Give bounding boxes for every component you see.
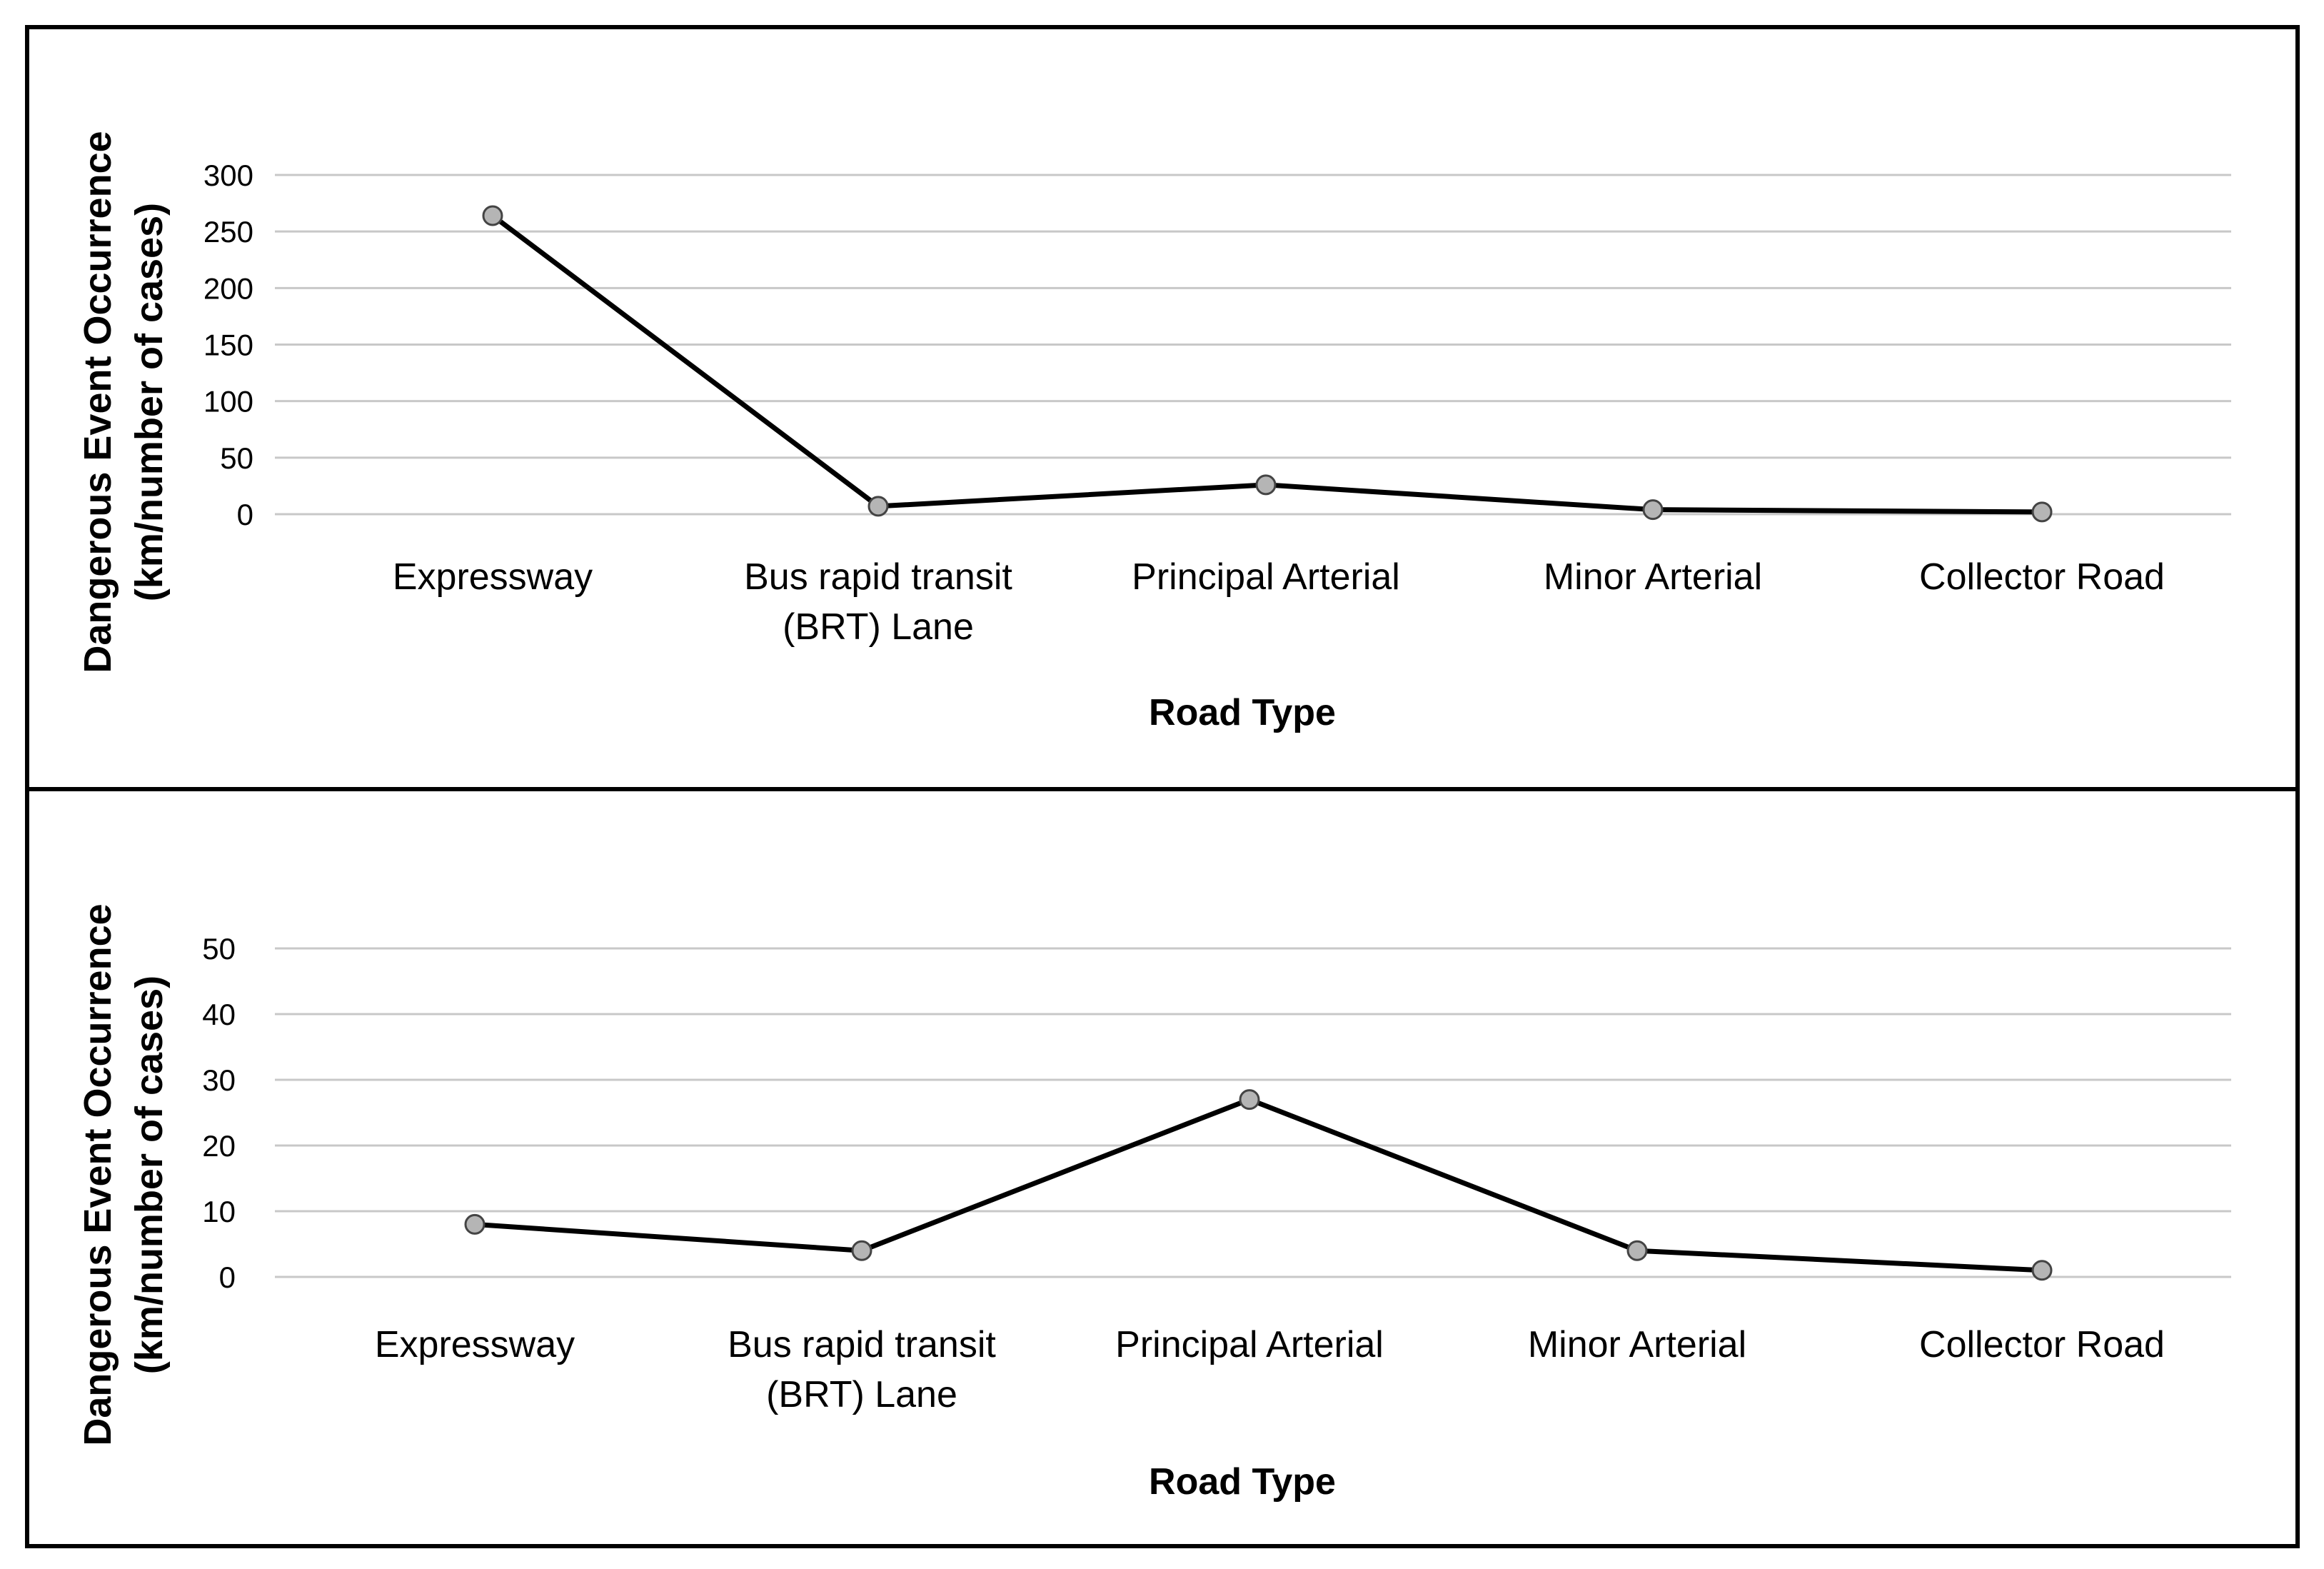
chart-2-data-point: [1239, 1089, 1260, 1111]
chart-1-category-label-line: Expressway: [393, 556, 593, 598]
chart-1-category-label-line: Minor Arterial: [1544, 556, 1762, 598]
chart-1-category-label-line: Collector Road: [1919, 556, 2165, 598]
chart-2-data-point: [851, 1240, 872, 1261]
chart-1-y-tick-label: 300: [203, 159, 253, 192]
chart-2-y-axis-label-line: (km/number of cases): [128, 976, 171, 1374]
chart-2-category-label: Collector Road: [1919, 1324, 2165, 1365]
chart-2-category-label: Principal Arterial: [1115, 1324, 1384, 1365]
chart-2-category-label-line: Principal Arterial: [1115, 1324, 1384, 1365]
chart-2-y-axis-label: Dangerous Event Occurrence(km/number of …: [76, 903, 171, 1445]
chart-2-category-label-line: Bus rapid transit: [728, 1324, 996, 1365]
chart-1-data-point: [867, 496, 889, 517]
figure-frame: [25, 25, 2300, 1548]
chart-1-y-tick-label: 250: [203, 215, 253, 249]
chart-2-y-tick-label: 40: [202, 998, 236, 1031]
chart-1-x-axis-label: Road Type: [1149, 692, 1336, 733]
chart-1-y-tick-label: 50: [220, 441, 253, 475]
chart-2-x-axis-label: Road Type: [1149, 1461, 1336, 1503]
chart-2-data-point: [1626, 1240, 1648, 1261]
chart-1-y-tick-label: 150: [203, 329, 253, 362]
chart-2-category-label: Bus rapid transit (BRT) Lane: [728, 1324, 996, 1415]
chart-1-category-label-line: Bus rapid transit: [744, 556, 1012, 598]
chart-1-y-axis-label: Dangerous Event Occurrence(km/number of …: [76, 131, 171, 673]
chart-2-y-tick-label: 10: [202, 1195, 236, 1228]
chart-1-y-axis-label-line: Dangerous Event Occurrence: [76, 131, 119, 673]
chart-2-category-label: Minor Arterial: [1528, 1324, 1746, 1365]
chart-2-category-label-line: Collector Road: [1919, 1324, 2165, 1365]
chart-1-y-tick-label: 0: [237, 498, 253, 531]
chart-1-category-label-line: Principal Arterial: [1132, 556, 1400, 598]
chart-2-data-point: [2031, 1260, 2053, 1281]
chart-1-y-tick-label: 200: [203, 271, 253, 305]
chart-2-data-point: [464, 1213, 486, 1235]
chart-1-data-point: [1642, 499, 1664, 521]
chart-1-category-label: Minor Arterial: [1544, 556, 1762, 598]
chart-1-category-label: Collector Road: [1919, 556, 2165, 598]
chart-1-data-point: [482, 205, 503, 226]
chart-1-series-line: [490, 213, 2045, 515]
chart-2-category-label-line: Expressway: [375, 1324, 575, 1365]
chart-2-y-tick-label: 0: [219, 1260, 236, 1294]
chart-1-y-axis-label-line: (km/number of cases): [128, 203, 171, 601]
chart-2-category-label-line: Minor Arterial: [1528, 1324, 1746, 1365]
chart-1-category-label: Expressway: [393, 556, 593, 598]
chart-2-y-tick-label: 30: [202, 1063, 236, 1097]
chart-2-y-tick-label: 50: [202, 932, 236, 966]
chart-1-data-point: [1255, 474, 1277, 496]
chart-1-y-tick-label: 100: [203, 385, 253, 418]
chart-1-category-label: Principal Arterial: [1132, 556, 1400, 598]
chart-2-y-axis-label-line: Dangerous Event Occurrence: [76, 903, 119, 1445]
chart-1-category-label: Bus rapid transit (BRT) Lane: [744, 556, 1012, 648]
chart-1-category-label-line: (BRT) Lane: [783, 606, 974, 648]
chart-2-y-tick-label: 20: [202, 1129, 236, 1163]
chart-2-category-label: Expressway: [375, 1324, 575, 1365]
chart-2-series-line: [472, 1097, 2045, 1273]
chart-2-category-label-line: (BRT) Lane: [766, 1374, 957, 1415]
chart-1-data-point: [2031, 501, 2053, 523]
